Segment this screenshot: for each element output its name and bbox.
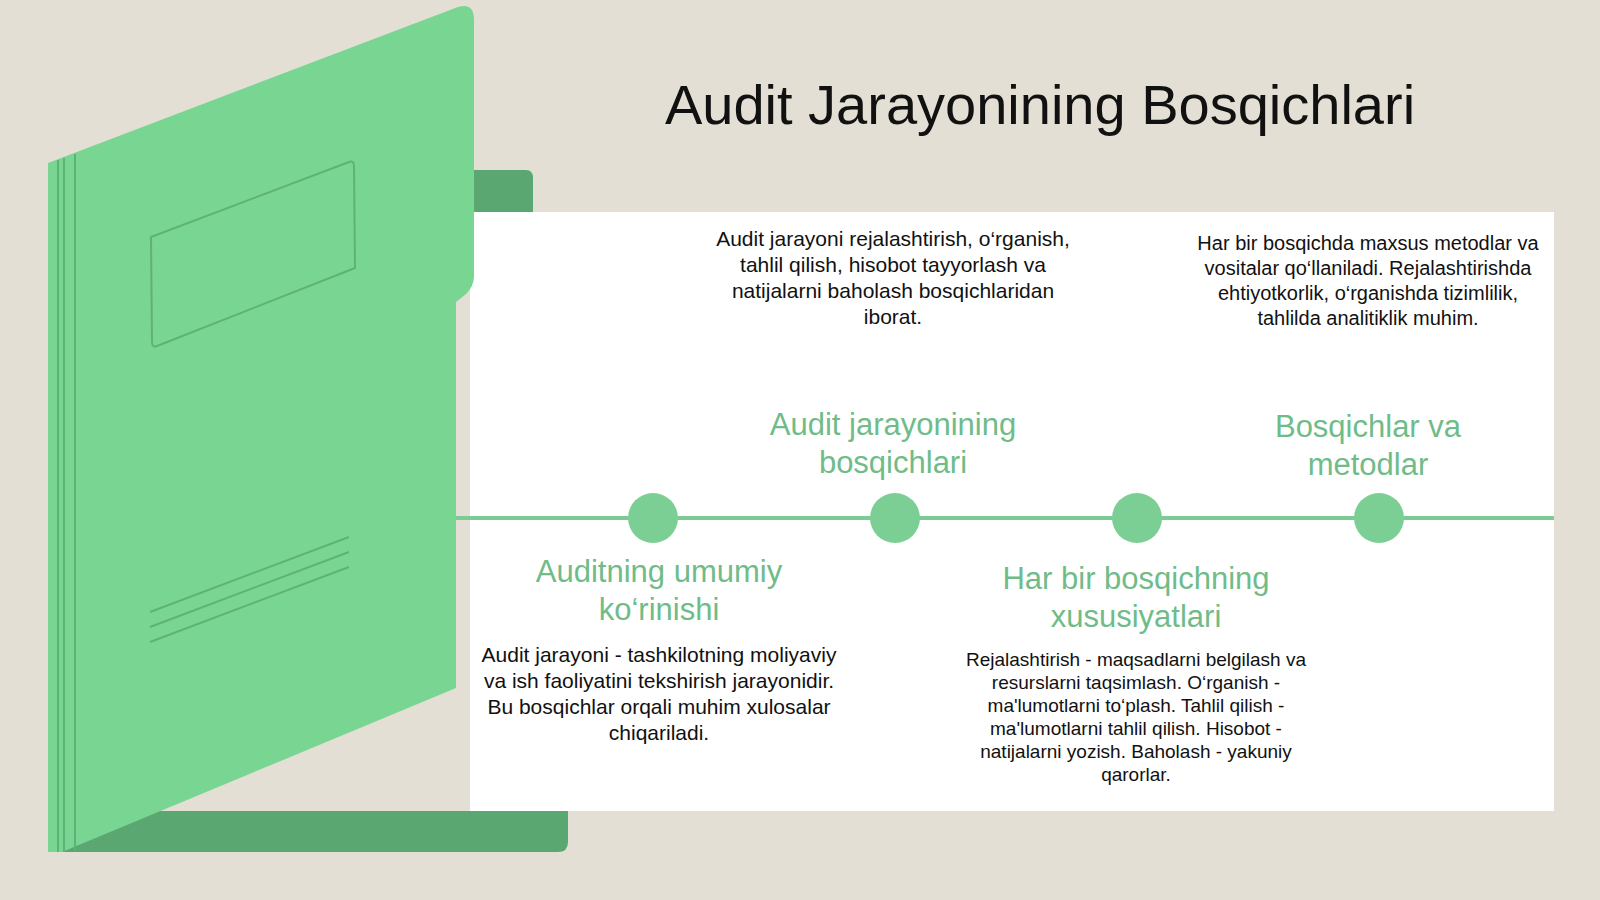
folder-illustration [48, 6, 568, 852]
milestone-description: Har bir bosqichda maxsus metodlar va vos… [1196, 231, 1541, 331]
milestone-heading: Har bir bosqichning xususiyatlari [971, 560, 1301, 636]
title: Audit Jarayonining Bosqichlari [560, 72, 1520, 138]
white-panel [470, 212, 1554, 811]
timeline-dot [870, 493, 920, 543]
milestone-heading: Bosqichlar va metodlar [1253, 408, 1483, 484]
milestone-description: Audit jarayoni - tashkilotning moliyaviy… [479, 642, 839, 746]
folder-cover [48, 6, 474, 852]
milestone-description: Rejalashtirish - maqsadlarni belgilash v… [960, 648, 1312, 786]
milestone-heading: Auditning umumiy ko‘rinishi [494, 553, 824, 629]
timeline-dot [1112, 493, 1162, 543]
milestone-description: Audit jarayoni rejalashtirish, o‘rganish… [716, 226, 1071, 330]
milestone-heading: Audit jarayonining bosqichlari [738, 406, 1048, 482]
timeline-dot [1354, 493, 1404, 543]
folder-tab [472, 170, 533, 212]
timeline-dot [628, 493, 678, 543]
folder-label-frame [151, 162, 355, 347]
